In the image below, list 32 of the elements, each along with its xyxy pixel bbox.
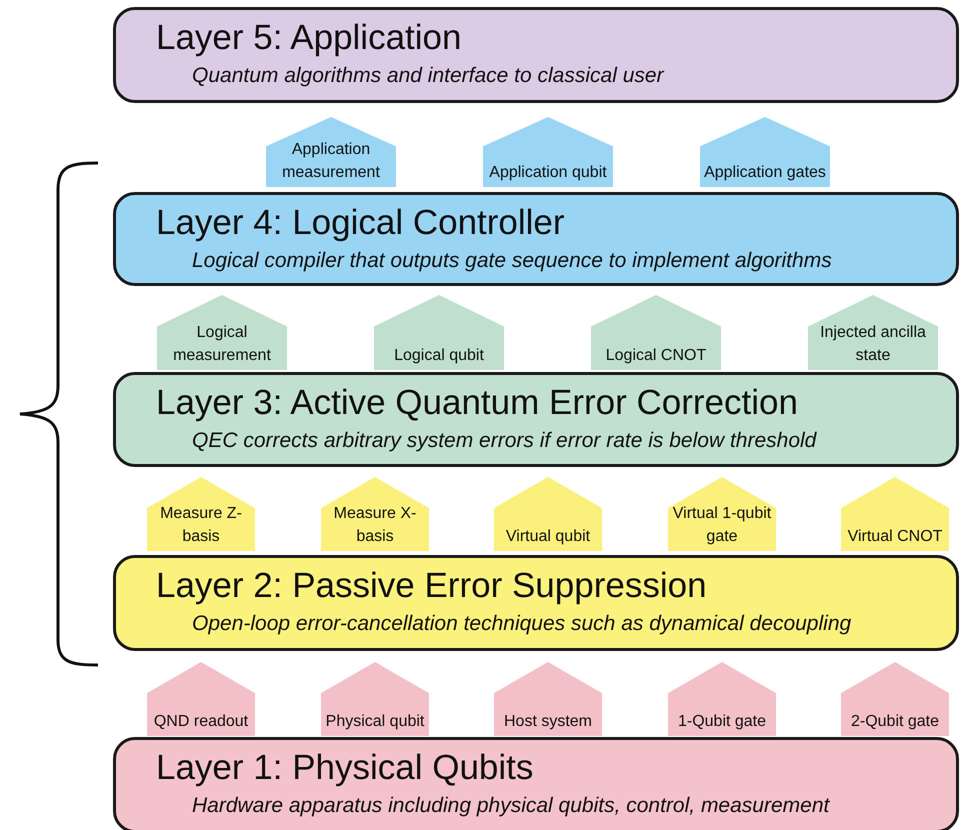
pentagon-tag: Virtual CNOT: [841, 477, 949, 551]
pentagon-tag: Virtual qubit: [494, 477, 602, 551]
pentagon-tag: 2-Qubit gate: [841, 662, 949, 736]
pentagon-tag: Measure Z-basis: [147, 477, 255, 551]
pentagon-tag: Logical measurement: [157, 295, 287, 370]
layer-description: Quantum algorithms and interface to classical user: [192, 64, 664, 88]
layer-title: Layer 5: Application: [156, 18, 462, 58]
pentagon-tag: Host system: [494, 662, 602, 736]
pentagon-tag: Physical qubit: [321, 662, 429, 736]
pentagon-tag: Logical CNOT: [591, 295, 721, 370]
layer-description: QEC corrects arbitrary system errors if error rate is below threshold: [192, 429, 816, 453]
pentagon-tag: 1-Qubit gate: [668, 662, 776, 736]
pentagon-tag: Application qubit: [483, 117, 613, 187]
pentagon-tag: Measure X-basis: [321, 477, 429, 551]
layer-title: Layer 4: Logical Controller: [156, 203, 565, 243]
pentagon-tag: QND readout: [147, 662, 255, 736]
layer-box: [113, 192, 959, 286]
pentagon-tag: Application measurement: [266, 117, 396, 187]
layer-title: Layer 3: Active Quantum Error Correction: [156, 383, 798, 423]
layer-box: [113, 7, 959, 103]
layer-title: Layer 2: Passive Error Suppression: [156, 566, 707, 606]
layer-description: Hardware apparatus including physical qubits, control, measurement: [192, 794, 830, 818]
layer-title: Layer 1: Physical Qubits: [156, 748, 534, 788]
layer-description: Open-loop error-cancellation techniques such as dynamical decoupling: [192, 612, 852, 636]
layer-box: [113, 555, 959, 651]
pentagon-tag: Virtual 1-qubit gate: [668, 477, 776, 551]
layer-box: [113, 737, 959, 830]
pentagon-tag: Application gates: [700, 117, 830, 187]
layer-box: [113, 372, 959, 467]
pentagon-tag: Injected ancilla state: [808, 295, 938, 370]
pentagon-tag: Logical qubit: [374, 295, 504, 370]
layer-description: Logical compiler that outputs gate sequence to implement algorithms: [192, 249, 832, 273]
